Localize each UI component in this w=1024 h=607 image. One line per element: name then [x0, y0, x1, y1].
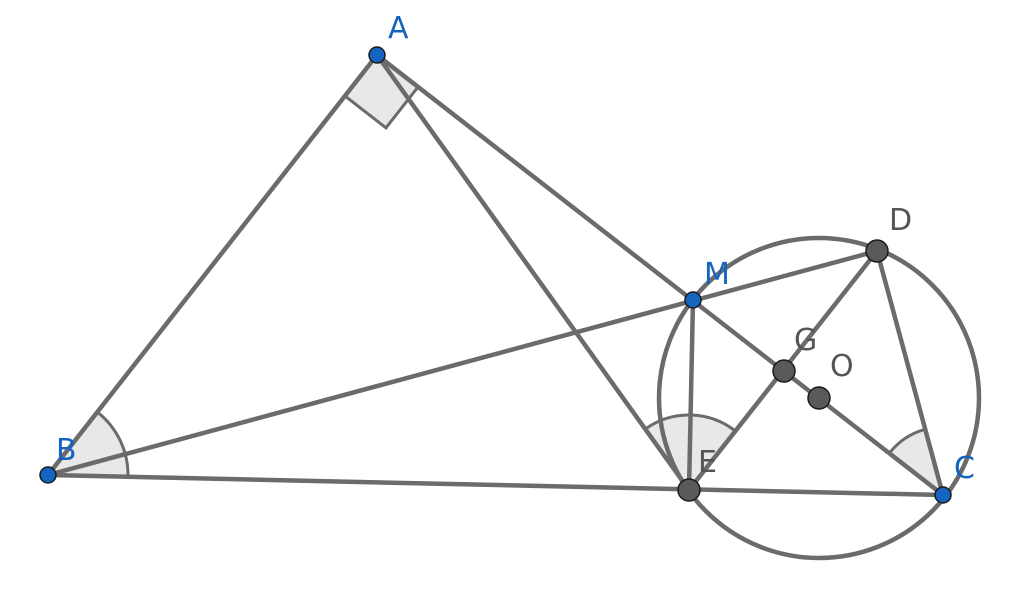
point-a[interactable]	[368, 46, 386, 64]
segment-bc	[45, 472, 946, 498]
point-o[interactable]	[807, 386, 831, 410]
angle-marks-layer	[44, 52, 946, 499]
point-d[interactable]	[865, 239, 889, 263]
point-e[interactable]	[677, 478, 701, 502]
segment-dc	[874, 248, 946, 498]
circle-layer	[656, 235, 982, 561]
segment-ae	[374, 52, 692, 493]
label-m: M	[704, 257, 730, 292]
label-e: E	[698, 445, 717, 480]
segment-ac	[374, 52, 946, 498]
circle-o	[656, 235, 982, 561]
segment-bd	[45, 248, 880, 478]
right-angle-mark-a	[342, 52, 421, 130]
label-b: B	[56, 433, 77, 468]
point-g[interactable]	[772, 359, 796, 383]
point-c[interactable]	[934, 486, 952, 504]
label-c: C	[954, 451, 975, 486]
segment-ab	[45, 52, 380, 478]
segments-layer	[45, 52, 946, 498]
labels-layer: A B C M D E GO	[56, 11, 975, 486]
label-o: O	[830, 349, 854, 384]
point-m[interactable]	[684, 291, 702, 309]
label-a: A	[388, 11, 409, 46]
label-d: D	[889, 203, 912, 238]
label-g: G	[794, 323, 817, 358]
point-b[interactable]	[39, 466, 57, 484]
points-layer	[39, 46, 952, 504]
segment-me	[686, 297, 696, 493]
